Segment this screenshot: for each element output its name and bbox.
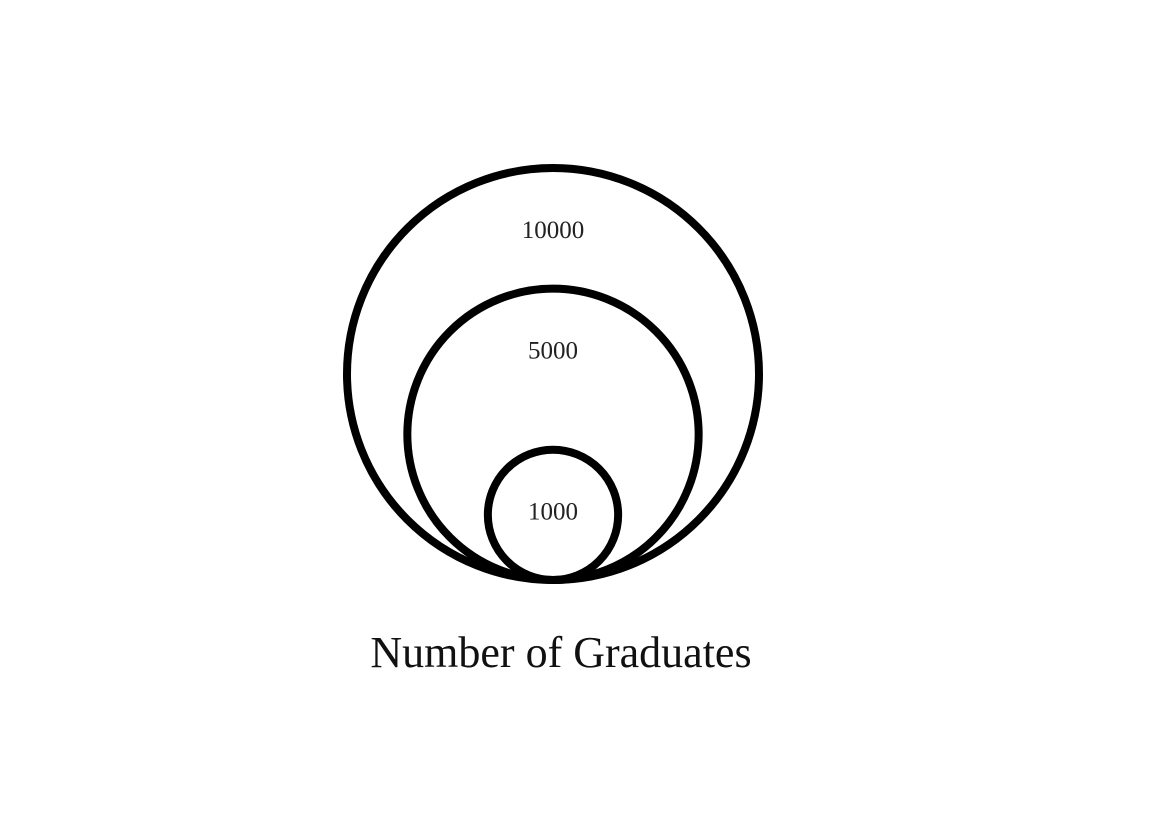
bubble-ring-1000 [483, 445, 623, 584]
bubble-label-1000: 1000 [528, 499, 578, 526]
bubble-label-10000: 10000 [522, 217, 585, 244]
bubble-labels: 10000 5000 1000 [522, 217, 585, 526]
chart-title: Number of Graduates [370, 628, 751, 677]
bubble-label-5000: 5000 [528, 338, 578, 365]
bubble-rings [343, 164, 763, 584]
bubble-ring-5000 [403, 284, 703, 584]
